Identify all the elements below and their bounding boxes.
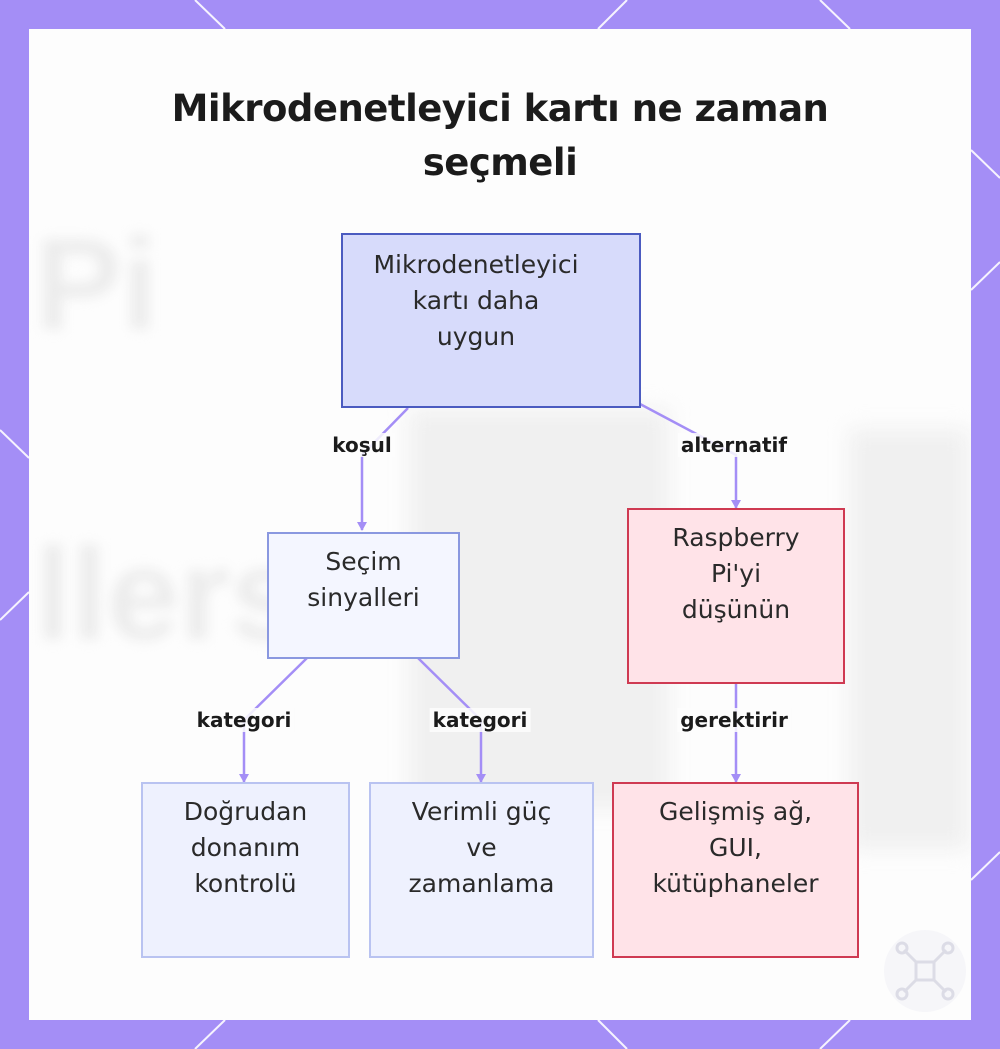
arrowhead xyxy=(731,774,741,783)
node-root: Mikrodenetleyici kartı daha uygun xyxy=(341,233,641,408)
page-title: Mikrodenetleyici kartı ne zaman seçmeli xyxy=(29,82,971,190)
node-text: Verimli güç xyxy=(411,797,552,826)
node-text: Doğrudan xyxy=(183,797,308,826)
arrowhead xyxy=(476,774,486,783)
edge-label-kategori: kategori xyxy=(193,708,295,732)
arrowhead xyxy=(357,522,367,531)
node-text: zamanlama xyxy=(408,869,555,898)
title-line: Mikrodenetleyici kartı ne zaman xyxy=(171,87,829,130)
node-text: sinyalleri xyxy=(307,583,420,612)
node-text: uygun xyxy=(436,322,516,351)
node-text: Gelişmiş ağ, xyxy=(658,797,813,826)
node-text: GUI, xyxy=(708,833,762,862)
edge-label-alternatif: alternatif xyxy=(677,433,791,457)
node-verimli-guc: Verimli güç ve zamanlama xyxy=(369,782,594,958)
node-text: Pi'yi xyxy=(710,559,762,588)
node-text: Mikrodenetleyici xyxy=(373,250,579,279)
edge-label-gerektirir: gerektirir xyxy=(677,708,791,732)
edge-label-kosul: koşul xyxy=(329,433,395,457)
node-gelismis-ag: Gelişmiş ağ, GUI, kütüphaneler xyxy=(612,782,859,958)
network-logo-icon xyxy=(884,930,966,1012)
node-text: kartı daha xyxy=(412,286,540,315)
node-text: düşünün xyxy=(681,595,791,624)
background-blur-shape xyxy=(849,429,969,849)
title-line: seçmeli xyxy=(422,141,578,184)
edge-label-kategori: kategori xyxy=(429,708,531,732)
node-text: kütüphaneler xyxy=(652,869,819,898)
node-text: Raspberry xyxy=(672,523,800,552)
background-word: Pi xyxy=(35,211,158,357)
node-secim-sinyalleri: Seçim sinyalleri xyxy=(267,532,460,659)
background-word: llers xyxy=(35,521,303,667)
node-text: donanım xyxy=(190,833,301,862)
arrowhead xyxy=(239,774,249,783)
node-text: ve xyxy=(466,833,497,862)
node-raspberry-pi: Raspberry Pi'yi düşünün xyxy=(627,508,845,684)
node-text: Seçim xyxy=(325,547,402,576)
edge-kosul xyxy=(360,407,409,530)
node-text: kontrolü xyxy=(194,869,297,898)
arrowhead xyxy=(731,500,741,509)
node-donanim-kontrolu: Doğrudan donanım kontrolü xyxy=(141,782,350,958)
